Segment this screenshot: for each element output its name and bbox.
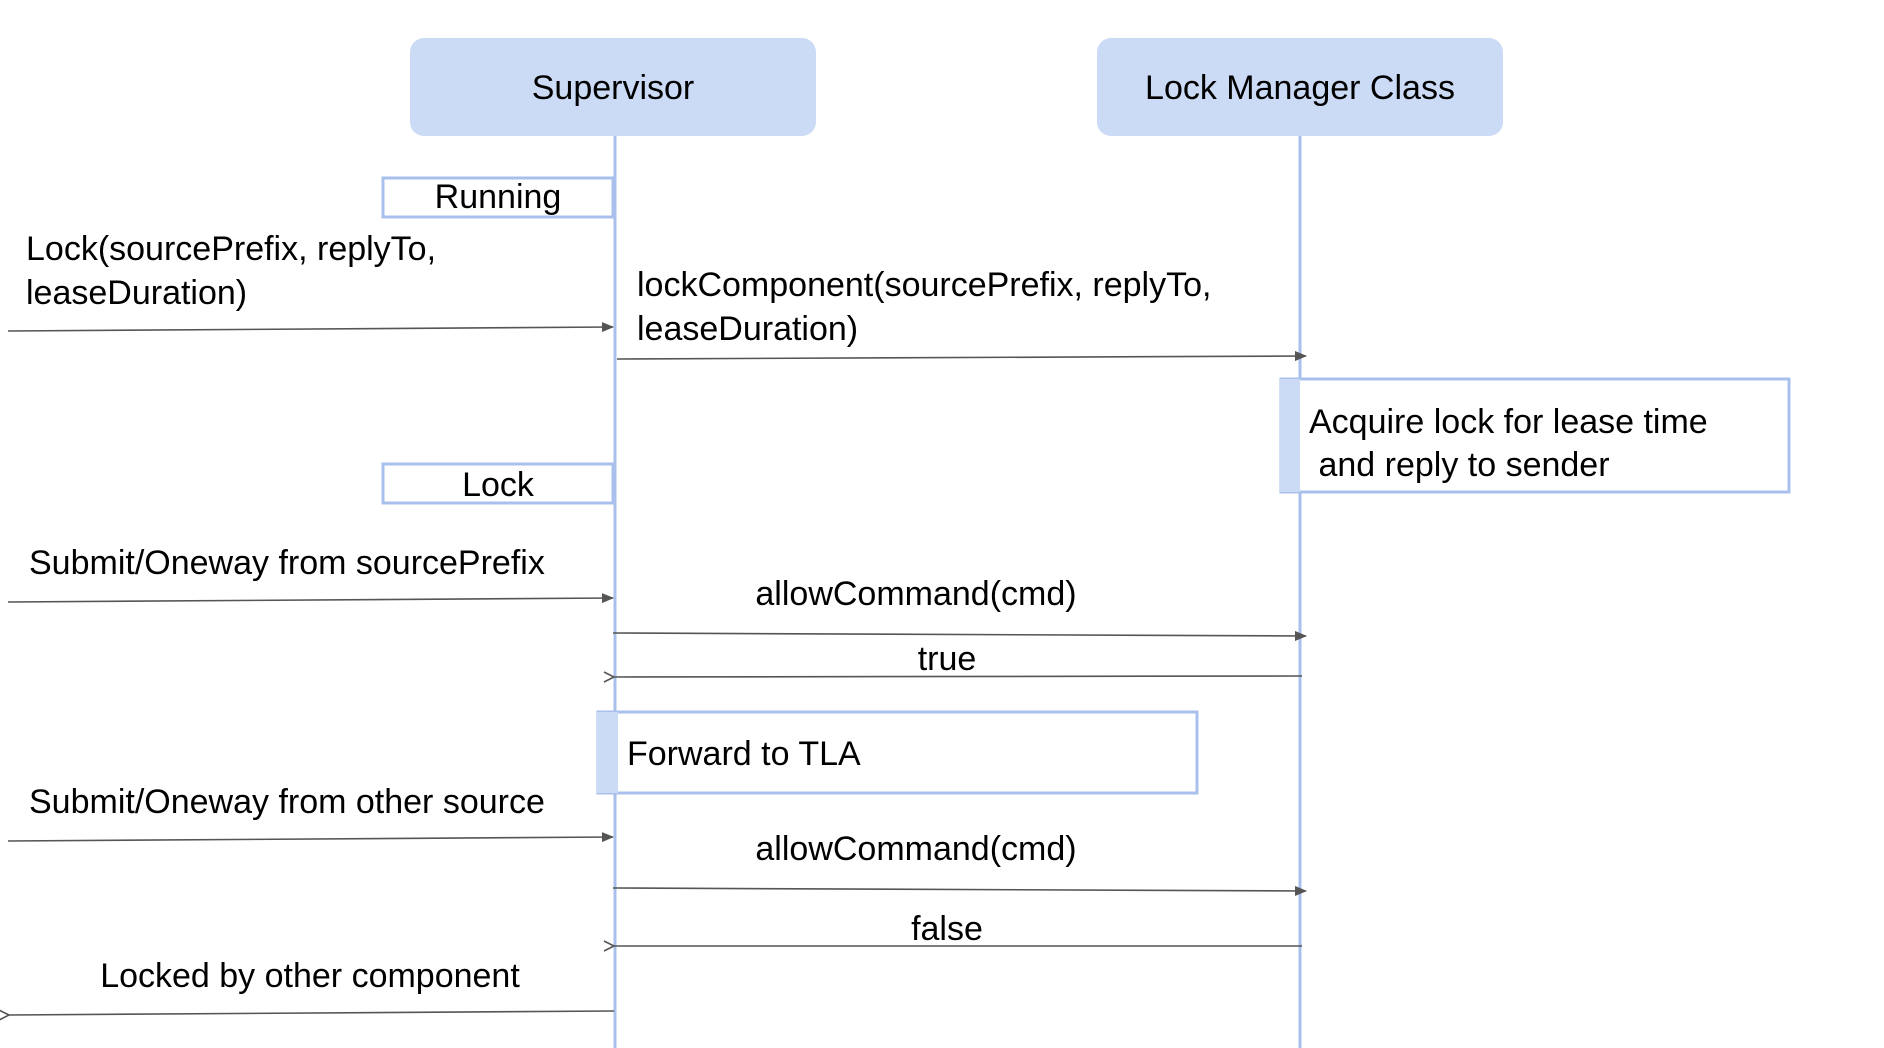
message-arrow xyxy=(9,1011,615,1015)
message-arrow xyxy=(7,832,614,843)
message-reply-false: false xyxy=(614,910,1302,948)
note-box xyxy=(1279,377,1791,494)
state-running: Running xyxy=(381,176,615,219)
participant-label: Supervisor xyxy=(532,69,695,107)
note-forward-tla: Forward to TLA xyxy=(596,710,1199,795)
message-label: Submit/Oneway from sourcePrefix xyxy=(29,544,545,582)
message-reply-true: true xyxy=(614,640,1303,678)
participant-box xyxy=(1097,38,1503,136)
note-line: Acquire lock for lease time xyxy=(1309,403,1708,441)
participant-supervisor: Supervisor xyxy=(410,38,816,136)
message-allow-command-2: allowCommand(cmd) xyxy=(612,830,1307,896)
participant-box xyxy=(410,38,816,136)
participant-label: Lock Manager Class xyxy=(1145,69,1455,107)
activation-bar xyxy=(1280,379,1300,492)
message-line: Lock(sourcePrefix, replyTo, xyxy=(26,230,436,268)
message-label: allowCommand(cmd) xyxy=(755,830,1076,868)
state-lock: Lock xyxy=(381,462,615,505)
message-lock: Lock(sourcePrefix, replyTo, leaseDuratio… xyxy=(7,230,614,333)
message-arrow xyxy=(7,322,614,333)
message-line: leaseDuration) xyxy=(26,274,247,312)
activation-bar xyxy=(597,712,618,793)
message-arrow xyxy=(614,676,1303,677)
message-label: Lock(sourcePrefix, replyTo, leaseDuratio… xyxy=(26,230,446,312)
message-locked-by-other: Locked by other component xyxy=(9,957,615,1015)
note-text: Forward to TLA xyxy=(627,735,861,773)
message-submit-other-source: Submit/Oneway from other source xyxy=(7,783,614,843)
state-box xyxy=(381,462,615,505)
note-text: Acquire lock for lease time and reply to… xyxy=(1309,403,1717,484)
note-acquire-lock: Acquire lock for lease time and reply to… xyxy=(1279,377,1791,494)
note-box xyxy=(596,710,1199,795)
note-line: and reply to sender xyxy=(1309,446,1610,484)
message-arrow xyxy=(7,593,614,604)
message-line: leaseDuration) xyxy=(637,310,858,348)
state-label: Running xyxy=(435,178,562,216)
message-label: true xyxy=(918,640,977,678)
participant-lock-manager: Lock Manager Class xyxy=(1097,38,1503,136)
message-arrow xyxy=(612,630,1307,641)
message-label: Submit/Oneway from other source xyxy=(29,783,545,821)
state-box xyxy=(381,176,615,219)
message-label: false xyxy=(911,910,983,948)
message-arrow xyxy=(616,351,1307,362)
message-label: allowCommand(cmd) xyxy=(755,575,1076,613)
message-label: lockComponent(sourcePrefix, replyTo, lea… xyxy=(637,266,1221,348)
message-allow-command-1: allowCommand(cmd) xyxy=(612,575,1307,641)
state-label: Lock xyxy=(462,466,535,504)
message-line: lockComponent(sourcePrefix, replyTo, xyxy=(637,266,1211,304)
message-lock-component: lockComponent(sourcePrefix, replyTo, lea… xyxy=(616,266,1307,362)
message-label: Locked by other component xyxy=(100,957,520,995)
message-submit-source-prefix: Submit/Oneway from sourcePrefix xyxy=(7,544,614,604)
message-arrow xyxy=(612,885,1307,896)
